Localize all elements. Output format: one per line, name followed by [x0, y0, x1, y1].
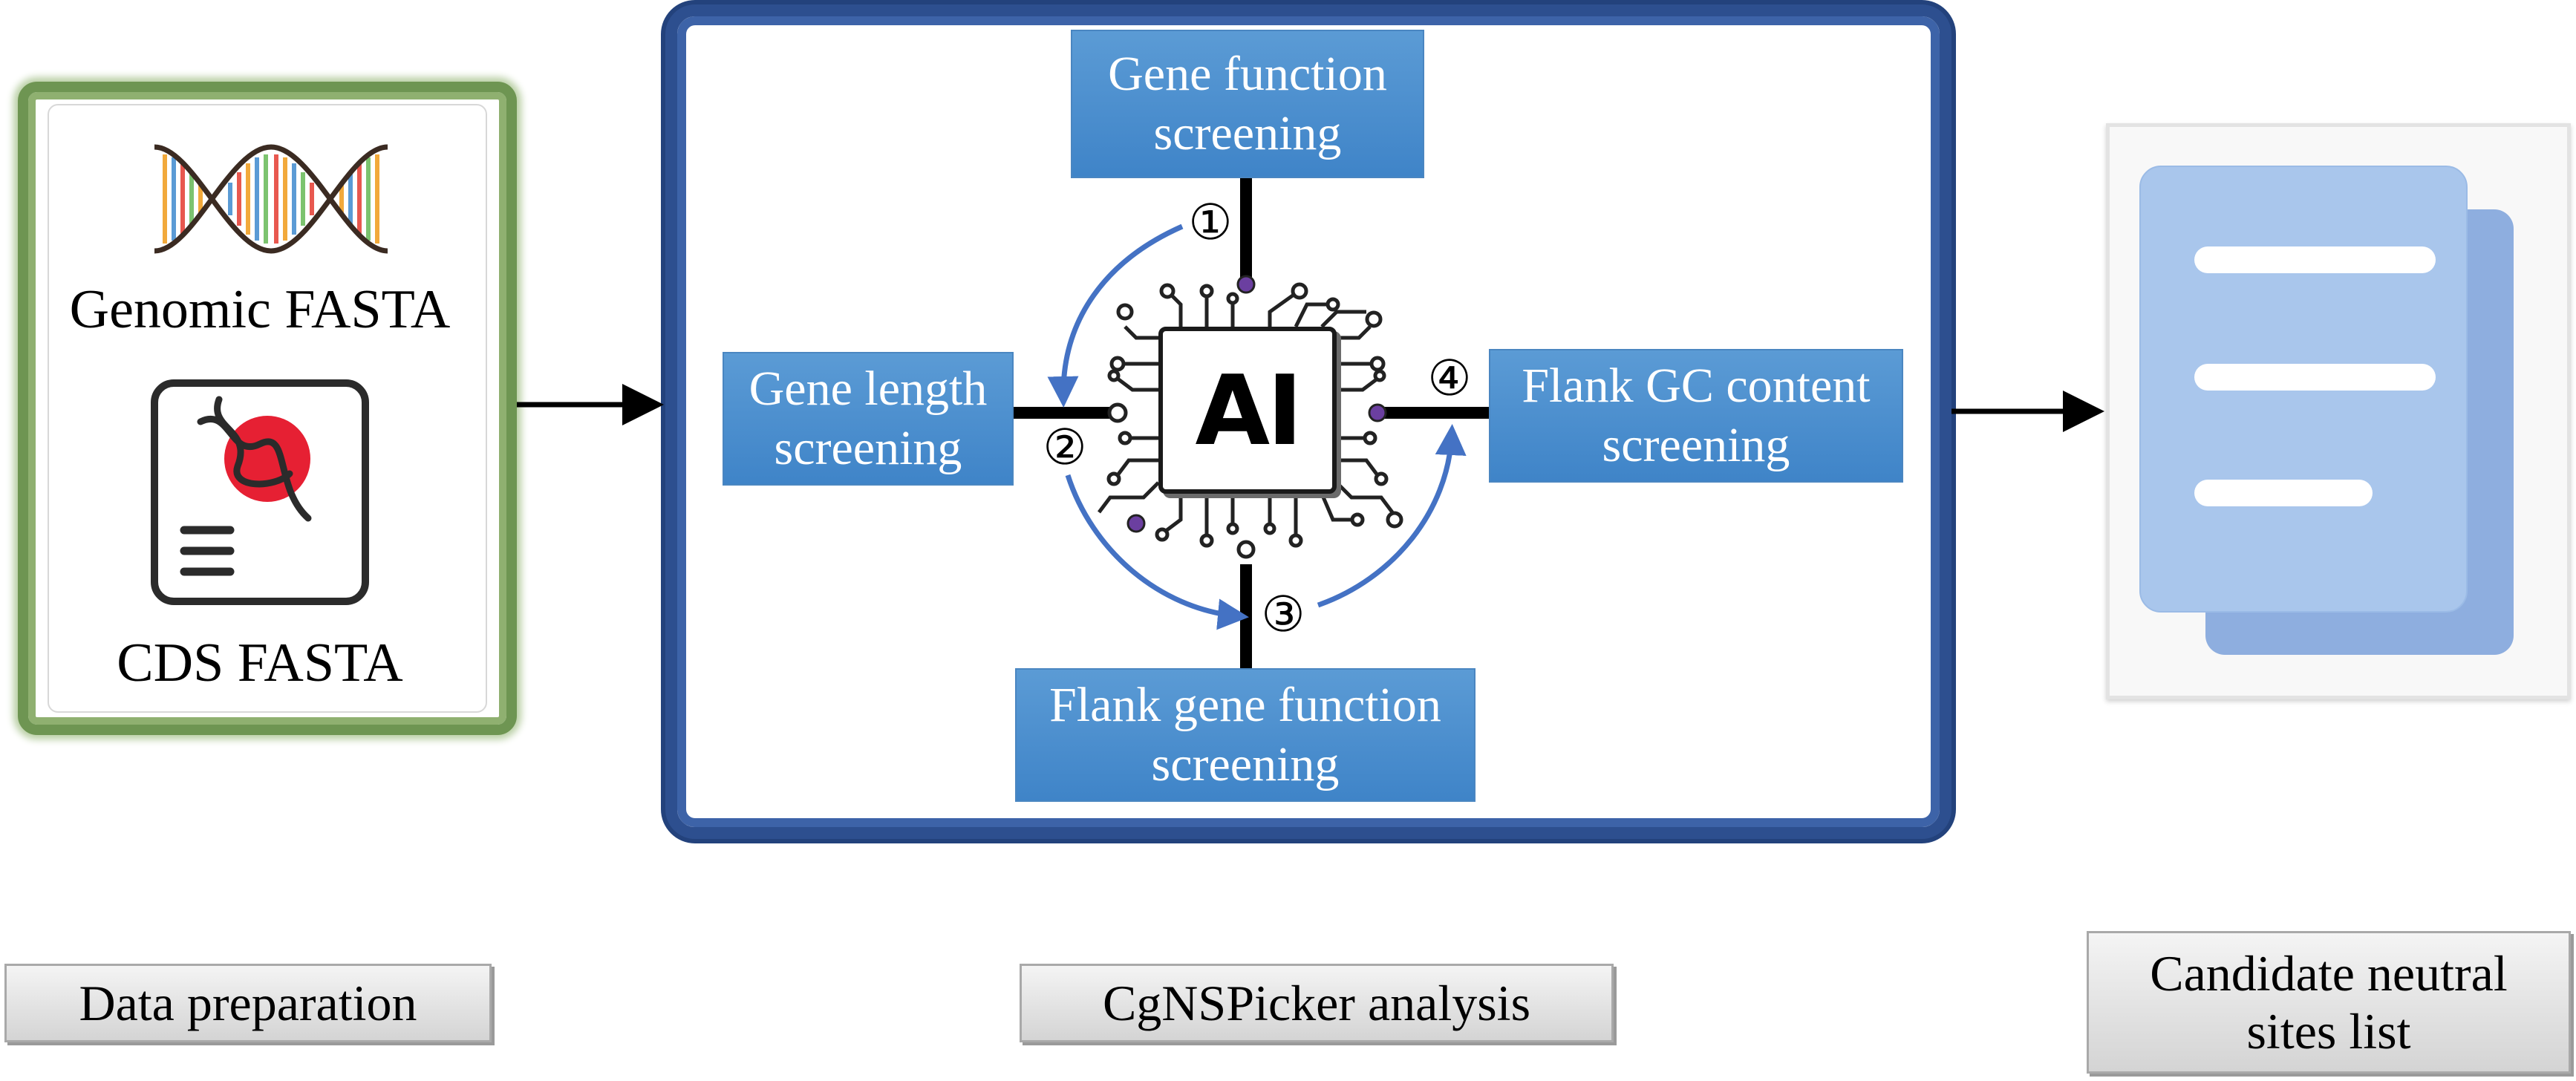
gene-length-screening-box: Gene length screening [723, 352, 1014, 486]
cds-document-icon [151, 379, 369, 605]
step-label-left: Gene length screening [749, 362, 988, 475]
candidate-sites-caption: Candidate neutral sites list [2087, 931, 2571, 1074]
step-label-top: Gene function screening [1108, 47, 1387, 160]
genomic-fasta-label: Genomic FASTA [69, 279, 451, 340]
cgnspicker-analysis-caption-text: CgNSPicker analysis [1102, 975, 1531, 1031]
ai-chip-label: AI [1195, 353, 1303, 467]
ai-chip-icon: AI [1158, 327, 1337, 494]
step-label-right: Flank GC content screening [1522, 359, 1871, 472]
data-preparation-caption: Data preparation [4, 964, 492, 1042]
data-preparation-caption-text: Data preparation [79, 975, 417, 1031]
step-number-3: ③ [1261, 586, 1305, 643]
step-number-2: ② [1043, 419, 1087, 476]
step-label-bottom: Flank gene function screening [1049, 678, 1441, 791]
cds-fasta-label: CDS FASTA [117, 633, 403, 693]
flank-gene-function-screening-box: Flank gene function screening [1015, 668, 1476, 802]
gene-function-screening-box: Gene function screening [1071, 30, 1424, 178]
flank-gc-content-screening-box: Flank GC content screening [1489, 349, 1903, 483]
document-stack-icon [2139, 166, 2514, 655]
dna-helix-icon [154, 144, 388, 254]
step-number-1: ① [1188, 194, 1233, 251]
cgnspicker-analysis-caption: CgNSPicker analysis [1020, 964, 1614, 1042]
step-number-4: ④ [1427, 350, 1472, 407]
candidate-sites-caption-text: Candidate neutral sites list [2150, 945, 2508, 1059]
